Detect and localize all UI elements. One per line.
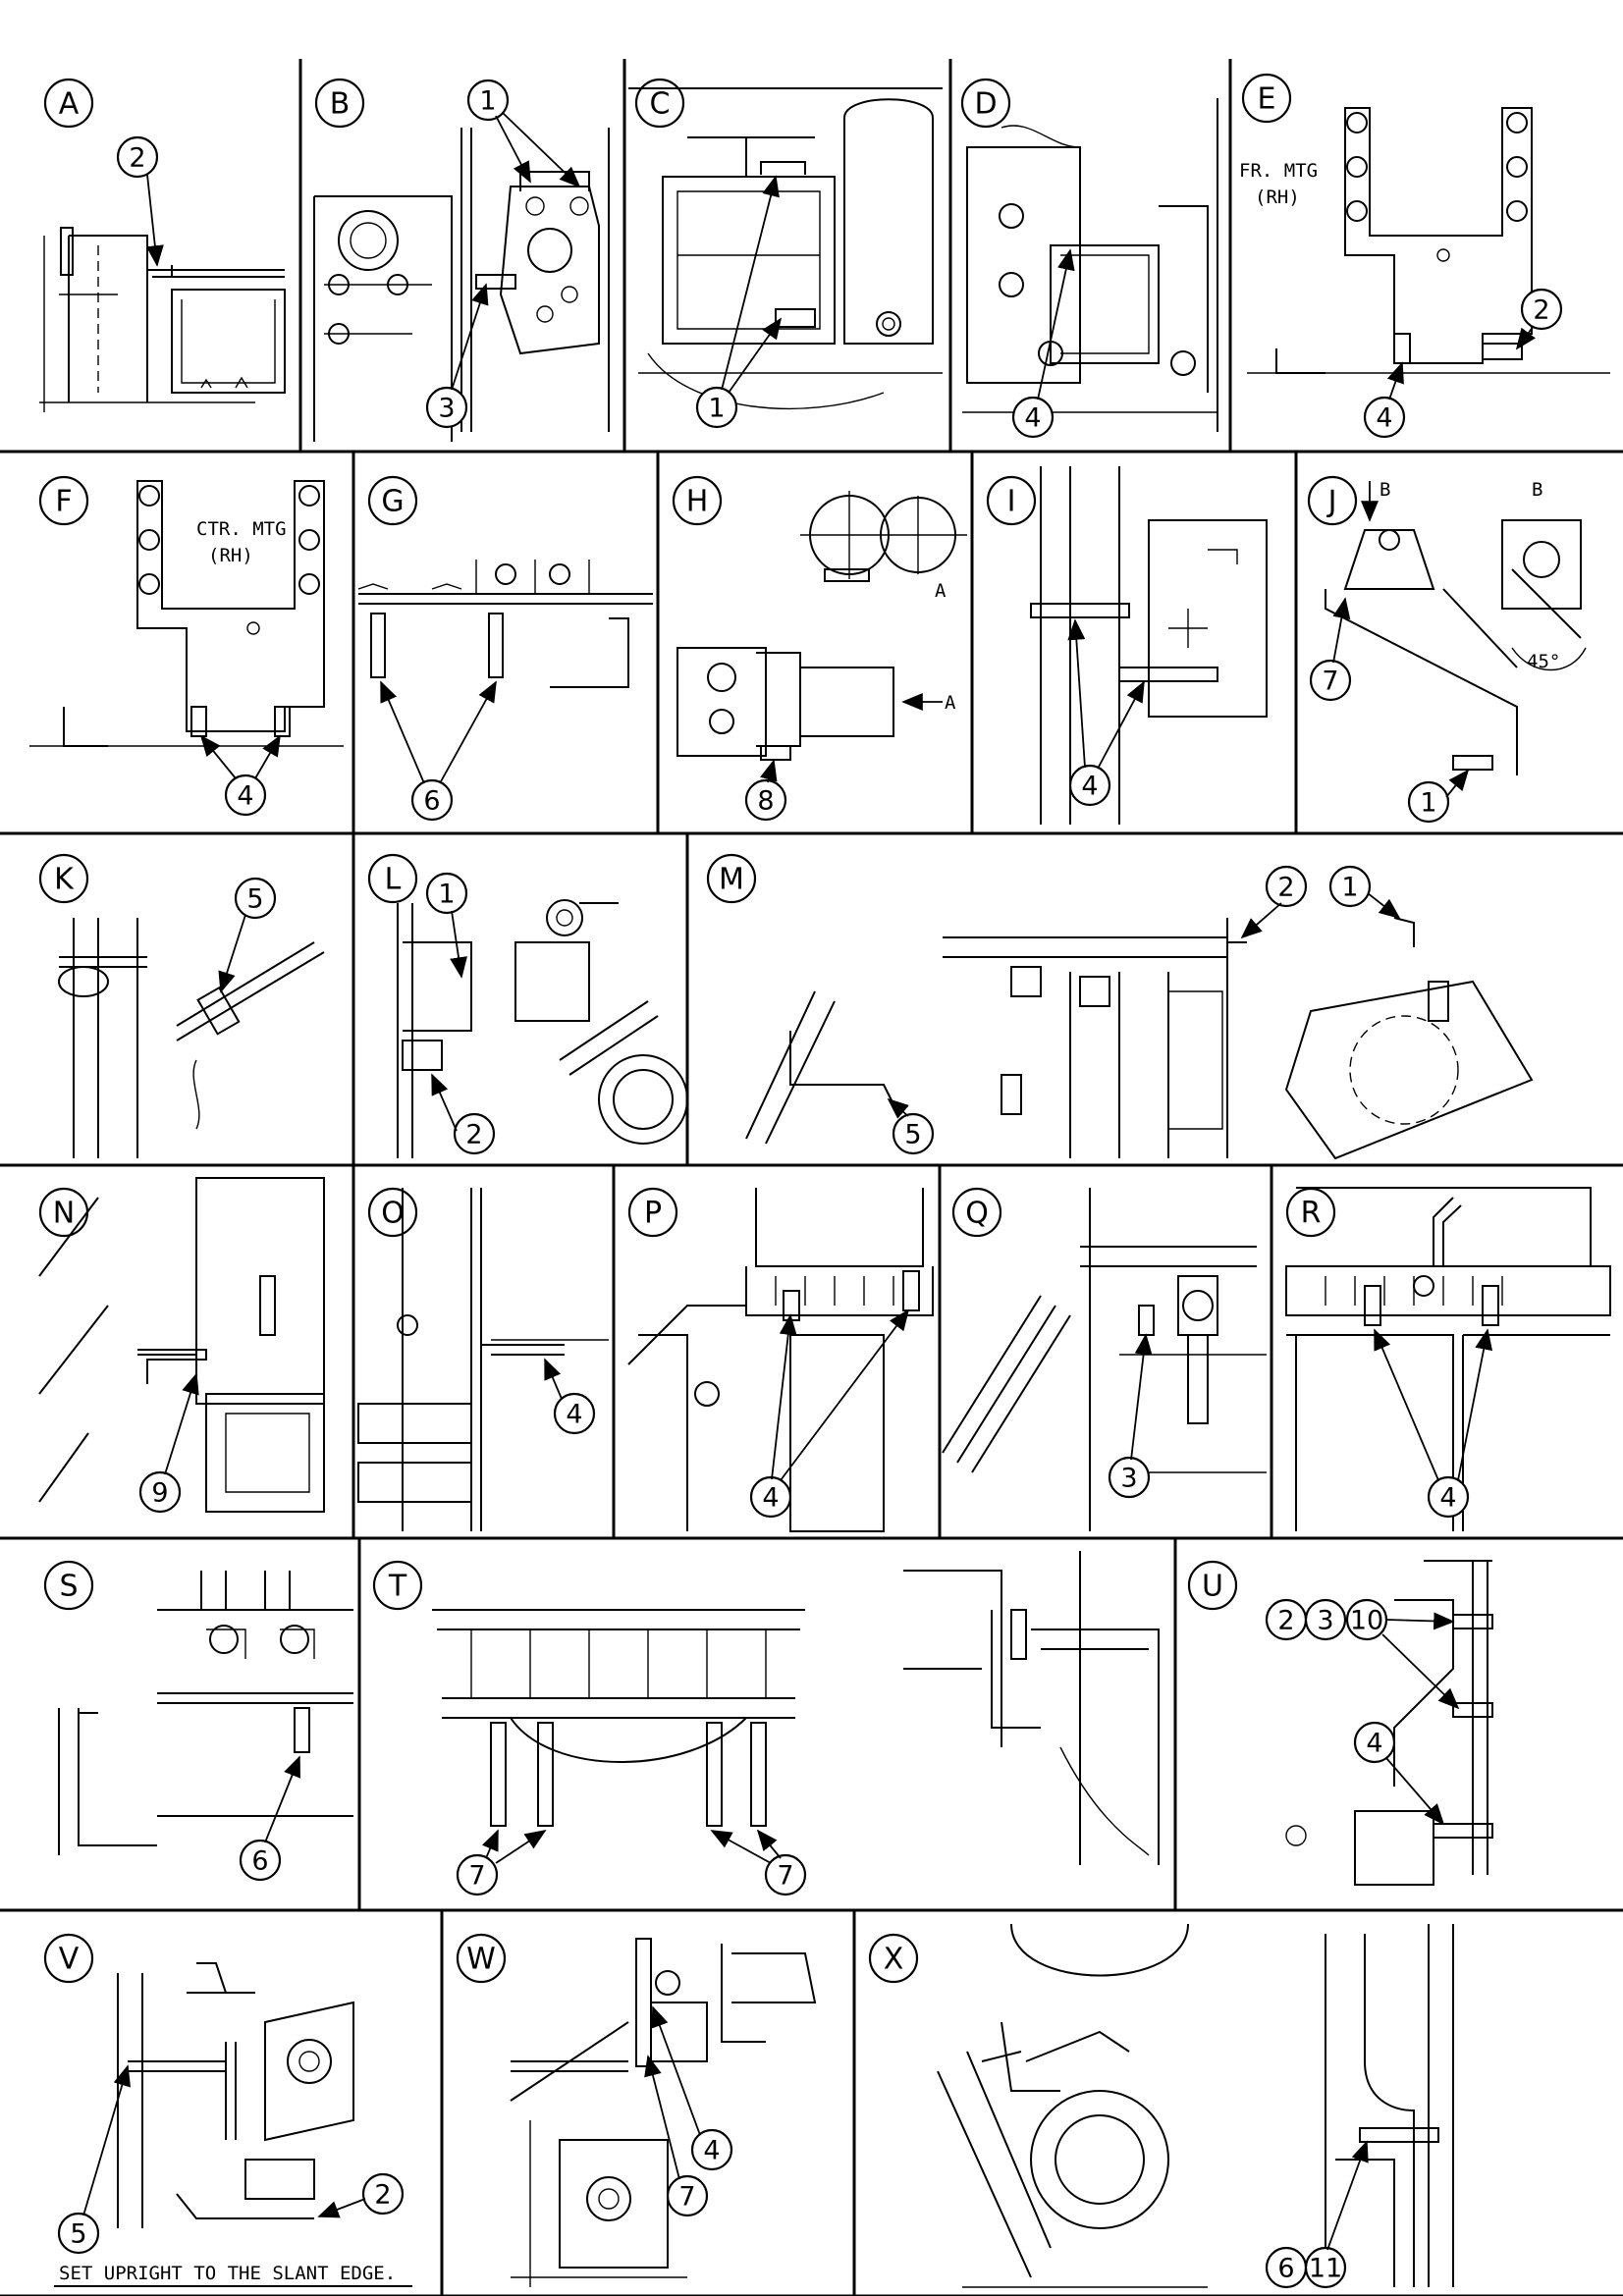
panel-s: S 6 [43,1560,353,1882]
panel-letter: I [1007,485,1016,519]
callout: 6 [423,786,440,817]
panel-letter: N [53,1197,75,1231]
callout: 4 [237,781,253,812]
callout: 5 [904,1120,921,1150]
panel-q: Q 3 [942,1187,1267,1531]
panel-letter: G [381,485,404,519]
angle-label: 45° [1527,651,1560,672]
panel-letter: H [686,485,709,519]
panel-letter: J [1326,485,1337,519]
panel-letter: M [719,863,744,897]
panel-f: F CTR. MTG (RH) 4 [29,475,344,817]
callout: 7 [777,1861,793,1892]
callout: 5 [246,884,263,915]
callout: 4 [762,1483,779,1514]
view-label: A [945,692,956,714]
panel-b: B 1 3 [313,78,610,442]
view-label: A [935,580,947,602]
panel-letter: B [330,87,351,122]
panel-h: H A A 8 [672,475,967,822]
callout: 1 [708,394,725,424]
callout: 4 [1439,1483,1456,1514]
callout: 4 [566,1400,582,1430]
panel-o: O 4 [357,1187,609,1531]
panel-d: D 4 [960,78,1218,439]
callout: 2 [129,143,145,174]
panel-x: X 6 11 [868,1923,1454,2289]
callout: 5 [70,2219,86,2250]
panel-g: G 6 [357,475,653,822]
panel-letter: R [1301,1197,1322,1231]
panel-v: V 5 2 SET UPRIGHT TO THE SLANT EDGE. [43,1933,412,2287]
panel-letter: T [388,1570,407,1604]
mounting-note: CTR. MTG [196,518,287,540]
panel-letter: E [1258,82,1276,117]
panel-letter: Q [965,1197,989,1231]
panel-a: A 2 [39,78,286,412]
panel-r: R 4 [1285,1187,1611,1531]
panel-c: C 1 [628,78,943,429]
panel-i: I 4 [986,466,1268,825]
panel-grid [0,59,1623,2296]
panel-letter: A [59,87,80,122]
callout: 7 [1322,667,1338,697]
callout: 6 [1277,2254,1294,2284]
assembly-note: SET UPRIGHT TO THE SLANT EDGE. [59,2263,396,2284]
callout: 4 [1024,403,1041,434]
callout: 11 [1309,2254,1342,2284]
view-label: B [1532,479,1542,501]
panel-letter: P [644,1197,662,1231]
panel-letter: D [974,87,997,122]
panel-letter: S [59,1570,78,1604]
panel-n: N 9 [38,1177,325,1514]
panel-letter: U [1202,1570,1223,1604]
panel-letter: F [55,485,72,519]
callout: 2 [1277,1606,1294,1636]
callout: 2 [465,1120,482,1150]
panel-letter: V [59,1943,80,1977]
callout: 1 [438,880,455,910]
callout: 2 [1277,873,1294,903]
callout: 1 [1341,873,1358,903]
callout: 3 [1317,1606,1333,1636]
callout: 2 [374,2180,391,2211]
view-label: B [1380,479,1390,501]
callout: 7 [678,2182,695,2213]
callout: 8 [757,786,774,817]
callout: 3 [1120,1464,1137,1494]
mounting-side: (RH) [1255,187,1300,208]
callout: 10 [1350,1606,1383,1636]
mounting-note: FR. MTG [1239,160,1318,182]
panel-u: U 2 3 10 4 [1187,1560,1493,1886]
panel-letter: K [54,863,75,897]
callout: 1 [1420,788,1436,819]
panel-letter: W [466,1943,496,1977]
callout: 3 [438,394,455,424]
panel-letter: O [381,1197,405,1231]
callout: 4 [703,2136,720,2166]
panel-e: E FR. MTG (RH) 2 4 [1239,73,1610,439]
panel-k: K 5 [38,853,325,1158]
panel-letter: L [385,863,402,897]
callout: 7 [468,1861,485,1892]
panel-letter: C [650,87,671,122]
mounting-side: (RH) [208,545,253,566]
panel-p: P 4 [627,1187,934,1532]
callout: 4 [1081,772,1098,802]
callout: 6 [251,1846,268,1877]
panel-j: J B B 45° 7 1 [1307,475,1587,824]
callout: 2 [1533,295,1549,326]
panel-l: L 1 2 [367,853,688,1158]
callout: 9 [151,1478,168,1509]
panel-letter: X [884,1943,904,1977]
callout: 4 [1366,1729,1382,1759]
panel-m: M 2 1 5 [706,853,1534,1160]
panel-w: W 4 7 [456,1933,817,2287]
callout: 4 [1376,403,1392,434]
panel-t: T 7 7 [372,1551,1160,1896]
callout: 1 [479,86,496,117]
